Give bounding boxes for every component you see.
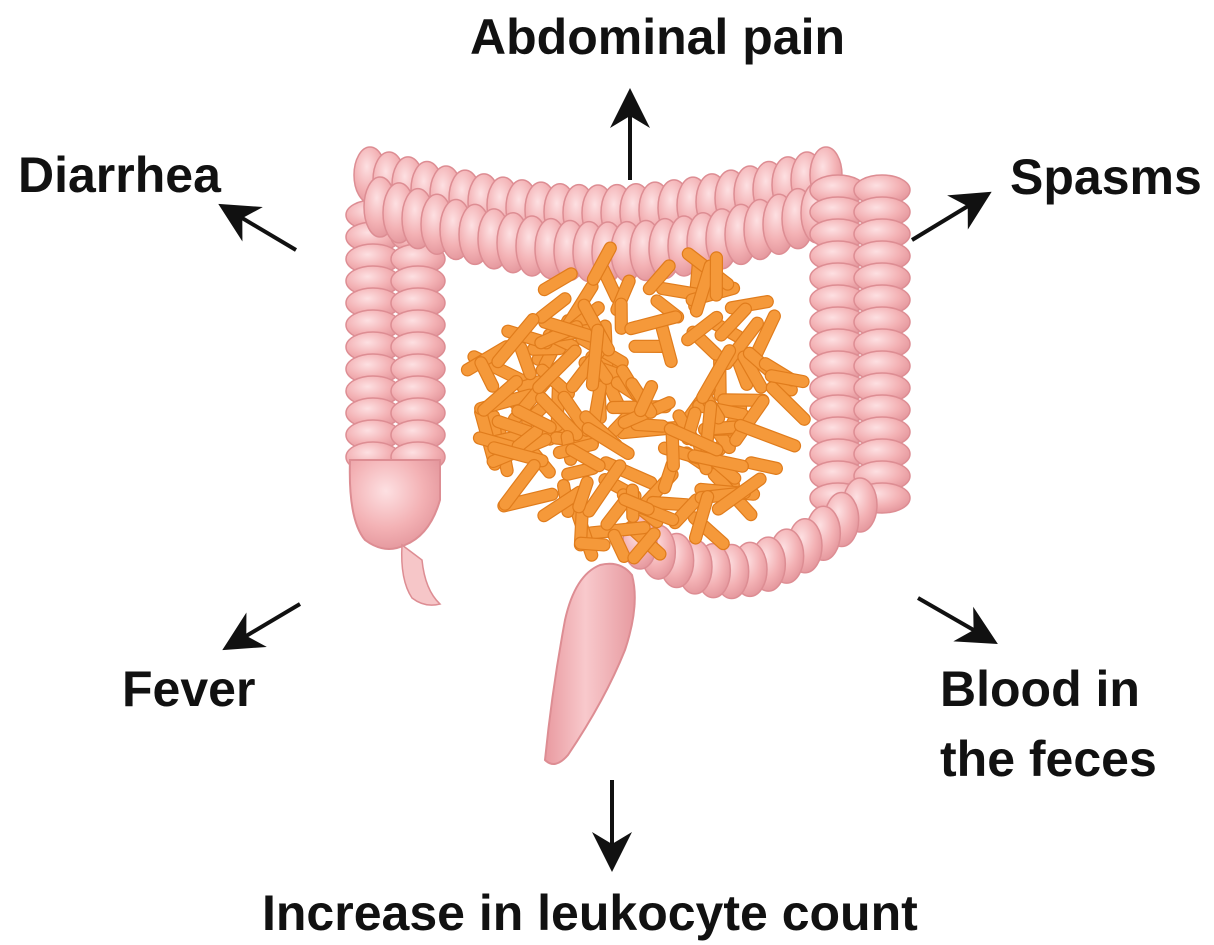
- bacterium: [710, 252, 722, 301]
- bacterium: [624, 310, 683, 336]
- label-leukocyte-count: Increase in leukocyte count: [262, 888, 918, 938]
- label-fever: Fever: [122, 664, 255, 714]
- label-diarrhea: Diarrhea: [18, 150, 221, 200]
- arrow-down-right: [918, 598, 984, 636]
- label-abdominal-pain: Abdominal pain: [470, 12, 845, 62]
- label-blood-line2: the feces: [940, 734, 1157, 784]
- appendix: [545, 564, 635, 764]
- rectum: [350, 460, 440, 549]
- arrow-up-right: [912, 200, 978, 240]
- bacterium: [744, 456, 784, 476]
- label-blood-in-feces: Blood in the feces: [940, 664, 1157, 784]
- bacterium: [574, 537, 610, 552]
- arrow-up-left: [232, 212, 296, 250]
- label-blood-line1: Blood in: [940, 661, 1140, 717]
- label-spasms: Spasms: [1010, 152, 1202, 202]
- arrow-down-left: [236, 604, 300, 642]
- bacteria-cluster: [459, 240, 812, 566]
- anal-canal: [402, 545, 440, 605]
